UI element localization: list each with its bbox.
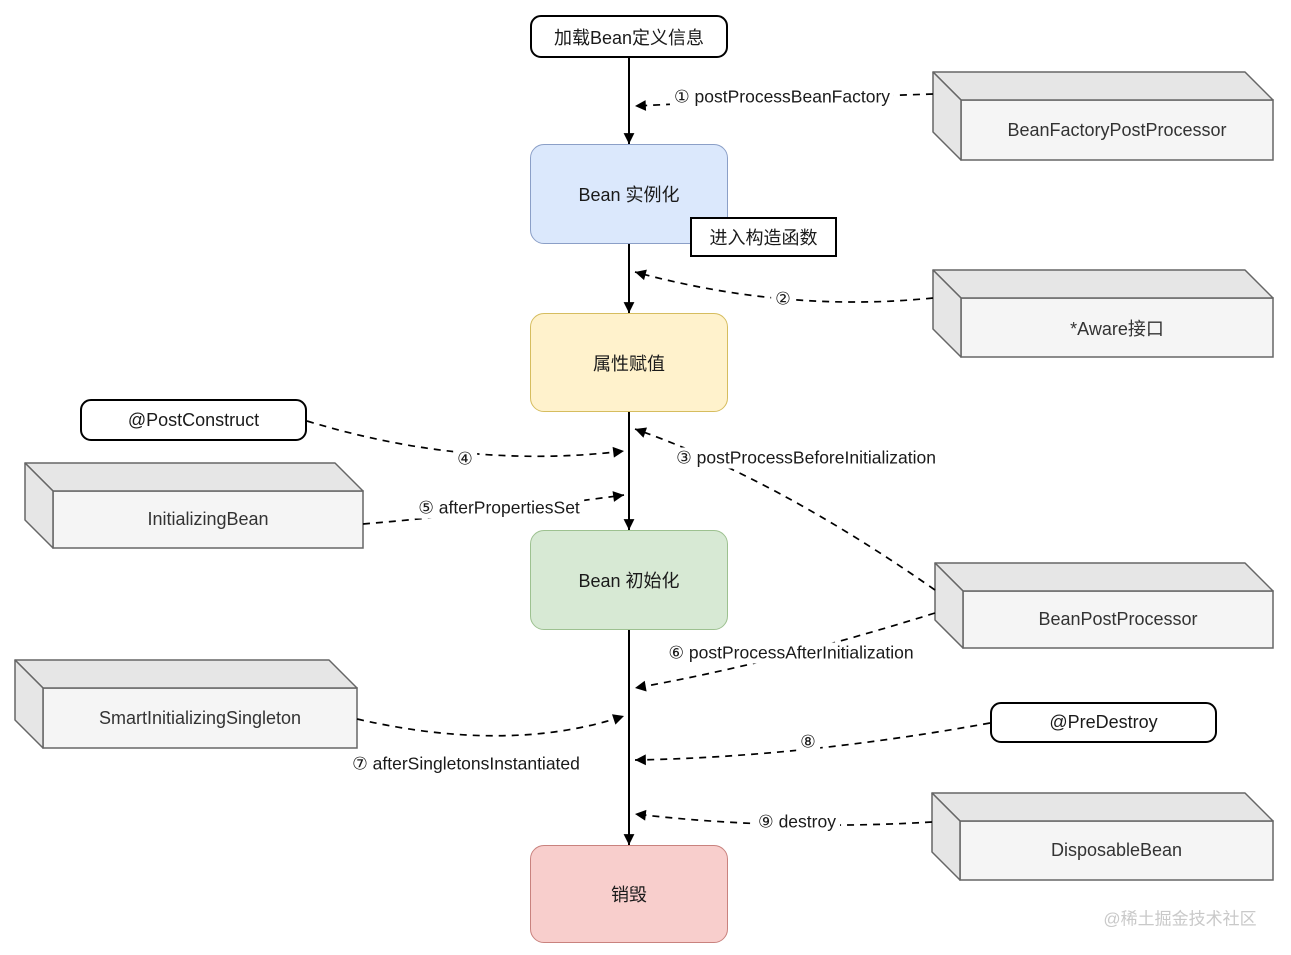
label-aware-interface: *Aware接口 (1070, 318, 1164, 339)
edge-label-step8: ⑧ (796, 731, 820, 753)
label-disposable-bean: DisposableBean (1050, 840, 1183, 860)
bean-factory-post-processor-cube (932, 71, 1274, 161)
node-property-assignment: 属性赋值 (530, 313, 728, 412)
edge-after-singletons-instantiated (356, 714, 625, 737)
initializing-bean-cube (24, 462, 364, 549)
node-bean-initialization: Bean 初始化 (530, 530, 728, 630)
edge-post-process-before-initialization (634, 427, 936, 591)
label-bean-post-processor: BeanPostProcessor (1038, 609, 1198, 629)
label-smart-initializing-singleton: SmartInitializingSingleton (98, 707, 302, 728)
edge-post-construct (306, 420, 625, 458)
edge-label-step3: ③ postProcessBeforeInitialization (672, 447, 940, 469)
disposable-bean-cube (931, 792, 1274, 881)
smart-initializing-singleton-cube (14, 659, 358, 749)
edge-label-step5: ⑤ afterPropertiesSet (414, 497, 584, 519)
label-initializing-bean: InitializingBean (147, 509, 269, 529)
edge-label-step9: ⑨ destroy (754, 811, 840, 833)
node-destroy: 销毁 (530, 845, 728, 943)
aware-interface-cube (932, 269, 1274, 358)
label-bean-factory-post-processor: BeanFactoryPostProcessor (1007, 119, 1227, 140)
edge-label-step1: ① postProcessBeanFactory (669, 86, 895, 108)
edge-label-step2: ② (771, 288, 795, 310)
watermark: @稀土掘金技术社区 (1103, 909, 1257, 929)
node-load-bean-definition: 加载Bean定义信息 (530, 15, 728, 58)
node-enter-constructor: 进入构造函数 (690, 217, 837, 257)
edge-label-step7: ⑦ afterSingletonsInstantiated (348, 753, 584, 775)
edge-label-step6: ⑥ postProcessAfterInitialization (664, 642, 918, 664)
edge-label-step4: ④ (453, 448, 477, 470)
bean-post-processor-cube (934, 562, 1274, 649)
node-post-construct: @PostConstruct (80, 399, 307, 441)
node-pre-destroy: @PreDestroy (990, 702, 1217, 743)
